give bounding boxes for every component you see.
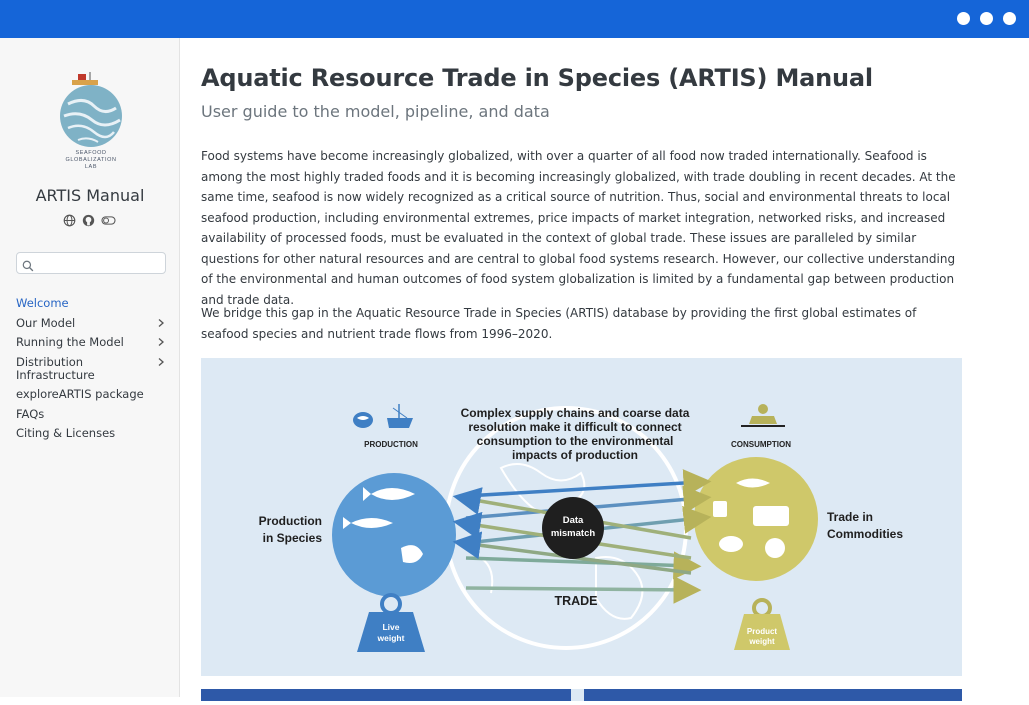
sidebar: SEAFOOD GLOBALIZATION LAB ARTIS Manual W…: [0, 38, 180, 697]
sidebar-item-exploreartis-package[interactable]: exploreARTIS package: [16, 385, 168, 404]
product-weight-label: weight: [748, 637, 775, 646]
github-icon[interactable]: [82, 212, 95, 227]
figure-headline-line: consumption to the environmental: [477, 434, 674, 448]
sidebar-item-label: Distribution Infrastructure: [16, 354, 95, 382]
search-box[interactable]: [16, 252, 166, 274]
data-mismatch-node: [542, 497, 604, 559]
product-weight-label: Product: [747, 627, 778, 636]
figure-headline-line: impacts of production: [512, 448, 638, 462]
sidebar-item-welcome[interactable]: Welcome: [16, 294, 168, 313]
chevron-right-icon[interactable]: [156, 357, 166, 367]
sidebar-item-label: FAQs: [16, 406, 45, 421]
sidebar-item-label: Running the Model: [16, 335, 124, 349]
production-circle: [332, 473, 456, 597]
production-in-species-label: in Species: [263, 531, 323, 545]
window-titlebar: [0, 0, 1029, 38]
window-control-dot[interactable]: [1003, 12, 1016, 25]
seafood-globalization-lab-logo[interactable]: SEAFOOD GLOBALIZATION LAB: [54, 70, 129, 170]
data-mismatch-label: mismatch: [551, 528, 596, 539]
intro-paragraph: Food systems have become increasingly gl…: [201, 149, 956, 307]
live-weight-label: weight: [377, 633, 405, 643]
fishing-icons: [353, 404, 413, 428]
sidebar-item-label: Citing & Licenses: [16, 426, 116, 440]
seafood-commodity-icons: [713, 478, 789, 558]
artis-overview-figure: PRODUCTION CONSUMPTION Complex supply ch…: [201, 358, 962, 676]
figure-headline-line: resolution make it difficult to connect: [468, 420, 681, 434]
trade-label: TRADE: [554, 594, 597, 608]
sidebar-item-distribution-infrastructure[interactable]: Distribution Infrastructure: [16, 353, 168, 385]
toggle-icon[interactable]: [101, 212, 116, 225]
sidebar-item-label: exploreARTIS package: [16, 387, 144, 401]
figure-lower-band: [201, 686, 962, 701]
page-subtitle: User guide to the model, pipeline, and d…: [201, 102, 550, 121]
intro-paragraph: We bridge this gap in the Aquatic Resour…: [201, 306, 917, 341]
sidebar-item-citing-licenses[interactable]: Citing & Licenses: [16, 424, 168, 443]
sidebar-item-label: Our Model: [16, 315, 76, 330]
site-tools: [63, 212, 116, 227]
search-input[interactable]: [39, 255, 163, 273]
trade-in-commodities-label: Commodities: [827, 527, 903, 541]
sidebar-nav: Welcome Our Model Running the Model Dist…: [16, 294, 168, 444]
logo-text-line: LAB: [85, 164, 97, 170]
sidebar-item-label: Welcome: [16, 296, 69, 310]
globe-icon[interactable]: [63, 212, 76, 227]
sidebar-item-running-the-model[interactable]: Running the Model: [16, 333, 168, 352]
site-title[interactable]: ARTIS Manual: [35, 186, 145, 205]
sidebar-item-faqs[interactable]: FAQs: [16, 405, 168, 424]
seafood-species-icons: [343, 487, 423, 563]
sidebar-item-our-model[interactable]: Our Model: [16, 314, 168, 333]
window-control-dot[interactable]: [957, 12, 970, 25]
chevron-right-icon[interactable]: [156, 318, 166, 328]
search-icon: [22, 257, 34, 276]
figure-headline-line: Complex supply chains and coarse data: [461, 406, 690, 420]
page-title: Aquatic Resource Trade in Species (ARTIS…: [201, 64, 873, 92]
chevron-right-icon[interactable]: [156, 337, 166, 347]
data-mismatch-label: Data: [563, 515, 584, 526]
production-in-species-label: Production: [259, 514, 322, 528]
logo-text-line: GLOBALIZATION: [65, 157, 116, 163]
production-label: PRODUCTION: [364, 440, 418, 449]
trade-in-commodities-label: Trade in: [827, 510, 873, 524]
consumption-label: CONSUMPTION: [731, 440, 791, 449]
window-control-dot[interactable]: [980, 12, 993, 25]
live-weight-label: Live: [382, 622, 399, 632]
live-weight-icon: [357, 593, 425, 652]
logo-text-line: SEAFOOD: [75, 150, 106, 156]
consumer-icon: [741, 404, 785, 427]
product-weight-icon: [734, 598, 790, 650]
